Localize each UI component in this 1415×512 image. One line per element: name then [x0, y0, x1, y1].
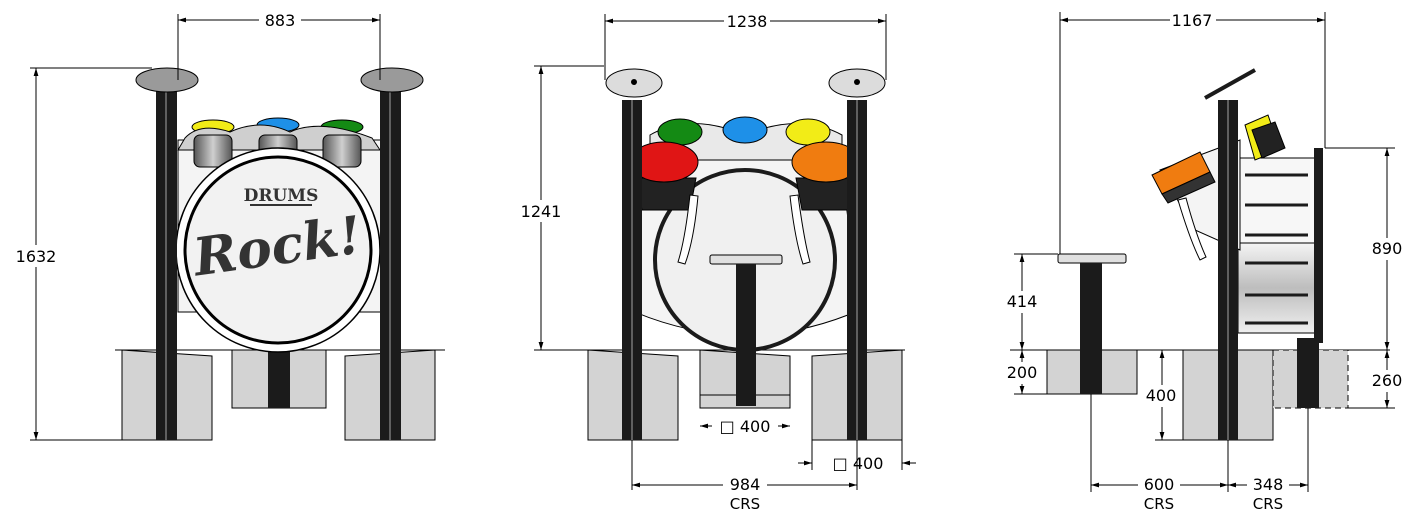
side-seat-crs-label: 600	[1144, 475, 1175, 494]
front-pot-right	[322, 134, 362, 168]
front-left-cymbal	[135, 67, 199, 93]
side-stick	[1177, 197, 1207, 261]
side-drum-tension-rods	[1245, 173, 1308, 325]
front-width-label: 883	[265, 11, 296, 30]
front-bass-drum-head	[183, 155, 373, 345]
front-right-cymbal	[360, 67, 424, 93]
side-stool-seat	[1057, 253, 1127, 264]
rear-view: 1238 1241 □ 400 □ 400 984 CRS	[519, 11, 916, 512]
rear-pad-yellow	[785, 118, 831, 146]
side-seat-height-label: 414	[1007, 292, 1038, 311]
side-width-label: 1167	[1172, 11, 1213, 30]
side-cymbal	[1204, 68, 1256, 100]
side-drum-upper	[1237, 157, 1323, 244]
rear-stool-footing-label: □ 400	[720, 417, 771, 436]
front-pot-left	[193, 134, 233, 168]
front-view: DRUMS Rock! 883 1632	[16, 10, 445, 441]
side-drum-crs-label: 348	[1253, 475, 1284, 494]
rear-crs-label: CRS	[730, 495, 760, 512]
side-drum-crs-unit: CRS	[1253, 495, 1283, 512]
side-seat-footing-label: 200	[1007, 363, 1038, 382]
side-drum-hoop	[1314, 148, 1323, 343]
side-drum-footing-label: 260	[1372, 371, 1403, 390]
rear-pad-green	[657, 118, 703, 146]
front-logo-drums: DRUMS	[244, 186, 319, 206]
rear-pad-blue	[722, 116, 768, 144]
rear-stool-post	[736, 264, 756, 406]
rear-width-label: 1238	[727, 12, 768, 31]
rear-left-pot	[635, 177, 697, 211]
front-height-label: 1632	[16, 247, 57, 266]
side-drum-foot	[1297, 338, 1319, 408]
side-drum-height-label: 890	[1372, 239, 1403, 258]
front-center-footing-post	[268, 350, 290, 408]
side-view: 1167 414 200 400 890 260 600 CRS	[1002, 10, 1407, 512]
rear-right-stick	[789, 194, 811, 265]
side-stool-post	[1080, 263, 1102, 394]
side-post-footing-label: 400	[1146, 386, 1177, 405]
rear-left-stick	[677, 194, 699, 265]
side-pad-orange-pot	[1161, 171, 1216, 204]
side-seat-crs-unit: CRS	[1144, 495, 1174, 512]
side-pad-yellow-pot	[1251, 121, 1286, 159]
rear-crs-width-label: 984	[730, 475, 761, 494]
rear-height-label: 1241	[521, 202, 562, 221]
side-drum-shell	[1237, 242, 1323, 334]
rear-stool-seat	[709, 254, 783, 265]
rear-post-footing-label: □ 400	[833, 454, 884, 473]
